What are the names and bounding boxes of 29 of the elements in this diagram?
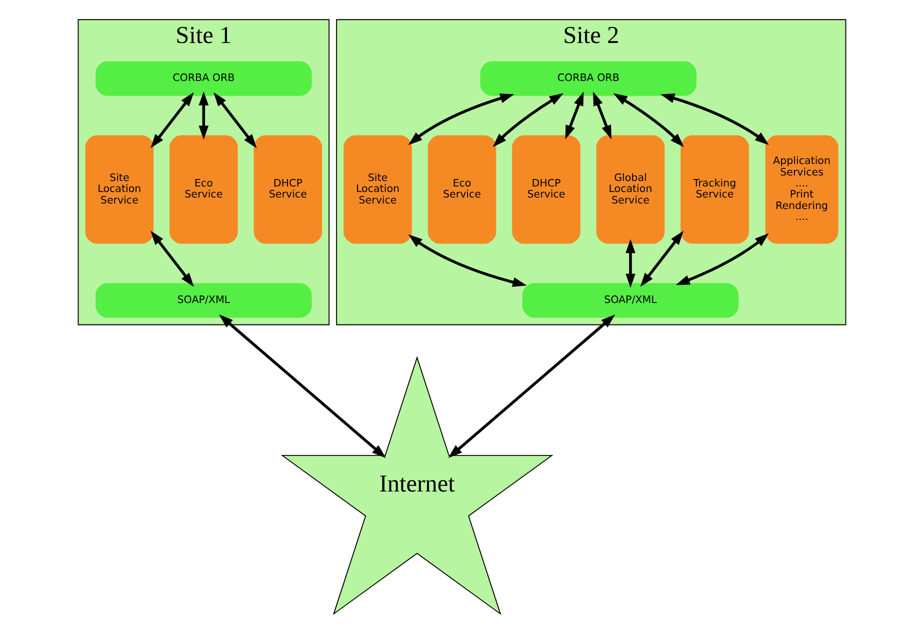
arrow bbox=[408, 94, 514, 146]
node-box: DHCP Service bbox=[254, 135, 322, 244]
node-box: Tracking Service bbox=[680, 135, 749, 244]
arrow bbox=[676, 233, 769, 286]
arrow bbox=[198, 91, 209, 140]
arrow bbox=[613, 93, 684, 148]
node-box: Eco Service bbox=[170, 135, 238, 244]
arrow bbox=[640, 230, 684, 287]
arrow bbox=[492, 93, 564, 148]
arrow bbox=[448, 314, 616, 458]
node-box: Site Location Service bbox=[344, 135, 412, 244]
arrow bbox=[593, 92, 612, 140]
node-box: SOAP/XML bbox=[522, 283, 739, 318]
node-box: Eco Service bbox=[428, 135, 496, 244]
node-box: Site Location Service bbox=[85, 135, 154, 244]
arrow bbox=[626, 239, 636, 288]
node-box: Application Services .... Print Rendering .... bbox=[765, 135, 838, 244]
node-box: CORBA ORB bbox=[480, 61, 696, 96]
arrow bbox=[219, 314, 386, 458]
node-box: Global Location Service bbox=[596, 135, 665, 244]
arrow bbox=[408, 234, 527, 287]
node-box: CORBA ORB bbox=[96, 61, 312, 96]
arrow bbox=[150, 230, 194, 287]
arrow bbox=[150, 92, 194, 148]
node-box: SOAP/XML bbox=[96, 283, 312, 318]
node-box: DHCP Service bbox=[512, 135, 580, 244]
arrow bbox=[213, 92, 257, 148]
arrow bbox=[565, 92, 584, 140]
arrow bbox=[660, 93, 769, 146]
